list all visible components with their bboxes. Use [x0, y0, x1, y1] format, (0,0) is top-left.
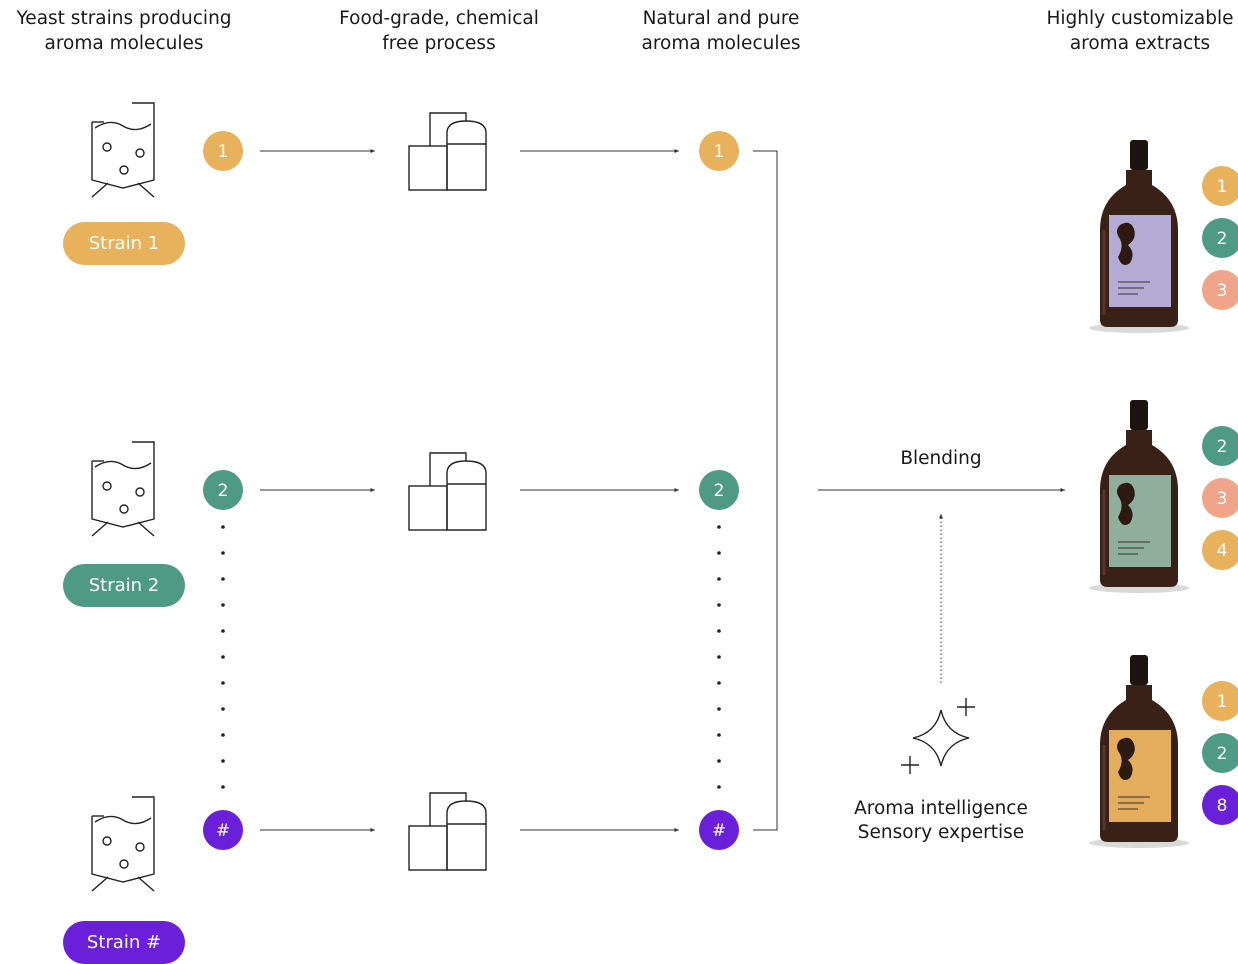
process-tank-icon [408, 792, 487, 871]
bottle-badge: 8 [1202, 785, 1238, 825]
merge-bracket [753, 150, 778, 831]
bottle-badge: 2 [1202, 218, 1238, 258]
bottle-3: 1 2 8 [1089, 655, 1238, 848]
header-strains: Yeast strains producing aroma molecules [16, 8, 232, 54]
bottle-badge: 2 [1202, 426, 1238, 466]
bottle-badge: 3 [1202, 270, 1238, 310]
bottle-badge: 1 [1202, 166, 1238, 206]
badge-text: 2 [1217, 229, 1228, 249]
badge-text: 2 [1217, 744, 1228, 764]
expertise-label: Aroma intelligence Sensory expertise [854, 798, 1028, 843]
process-tank-icon [408, 452, 487, 531]
marker-text: 2 [218, 481, 229, 501]
ellipsis-dots [717, 525, 721, 789]
strain-marker-1: 1 [203, 131, 243, 171]
fermenter-icon [91, 441, 155, 537]
strain-pill-1: Strain 1 [63, 222, 185, 265]
bottle-2: 2 3 4 [1089, 400, 1238, 593]
molecule-marker-1: 1 [699, 131, 739, 171]
badge-text: 2 [1217, 437, 1228, 457]
fermenter-icon [91, 796, 155, 892]
badge-text: 4 [1217, 541, 1228, 561]
badge-text: 1 [1217, 692, 1228, 712]
strain-marker-3: # [203, 810, 243, 850]
marker-text: # [216, 821, 230, 841]
sparkle-icon [901, 698, 975, 774]
bottle-badge: 1 [1202, 681, 1238, 721]
bottle-badge: 2 [1202, 733, 1238, 773]
marker-text: 1 [218, 142, 229, 162]
strain-pill-3: Strain # [63, 921, 185, 964]
marker-text: 2 [714, 481, 725, 501]
process-tank-icon [408, 112, 487, 191]
bottle-1: 1 2 3 [1089, 140, 1238, 333]
strain-pill-2: Strain 2 [63, 564, 185, 607]
header-molecules: Natural and pure aroma molecules [641, 8, 801, 54]
ellipsis-dots [221, 525, 225, 789]
badge-text: 3 [1217, 281, 1228, 301]
marker-text: 1 [714, 142, 725, 162]
badge-text: 3 [1217, 489, 1228, 509]
badge-text: 1 [1217, 177, 1228, 197]
bottle-badge: 3 [1202, 478, 1238, 518]
blending-label: Blending [900, 448, 982, 469]
badge-text: 8 [1217, 796, 1228, 816]
marker-text: # [712, 821, 726, 841]
fermenter-icon [91, 102, 155, 198]
strain-marker-2: 2 [203, 470, 243, 510]
header-process: Food-grade, chemical free process [339, 8, 539, 54]
bottle-badge: 4 [1202, 530, 1238, 570]
header-extracts: Highly customizable aroma extracts [1046, 8, 1234, 54]
molecule-marker-3: # [699, 810, 739, 850]
molecule-marker-2: 2 [699, 470, 739, 510]
